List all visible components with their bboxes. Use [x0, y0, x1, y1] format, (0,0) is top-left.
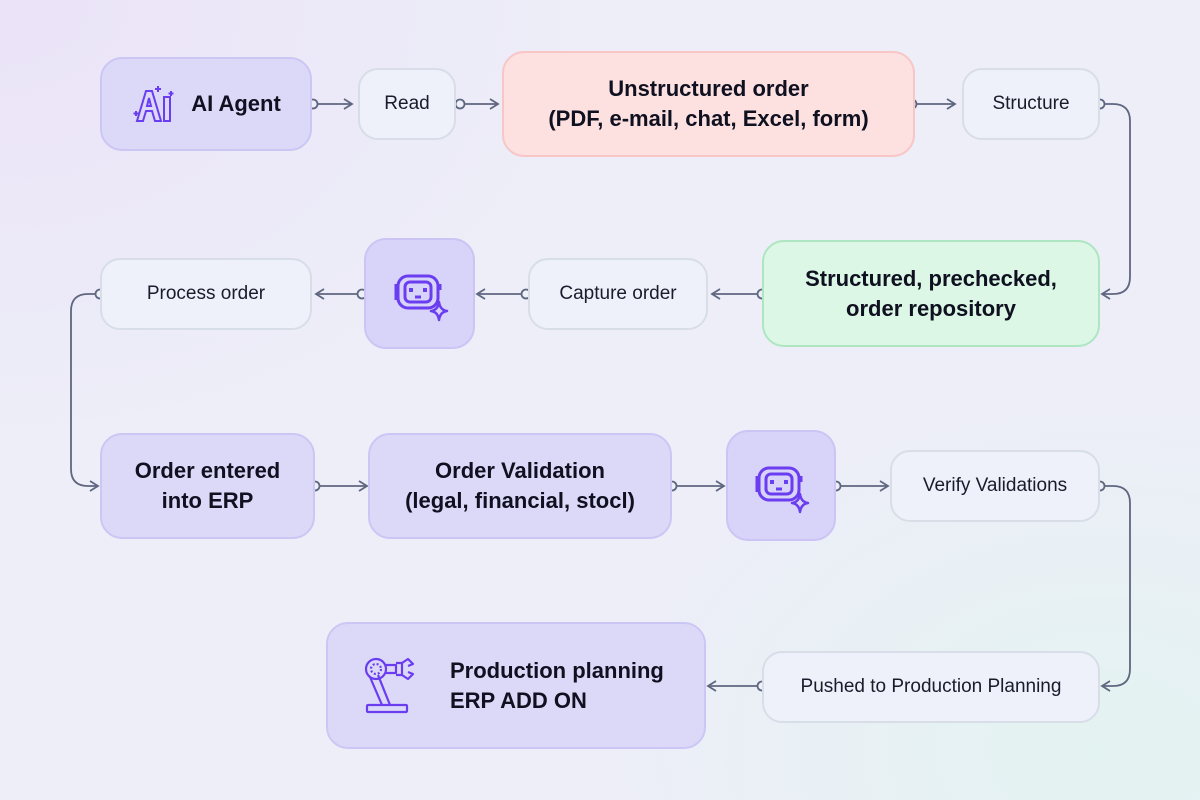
unstructured-subtitle: (PDF, e-mail, chat, Excel, form): [548, 106, 869, 131]
capture-order-node[interactable]: Capture order: [528, 258, 708, 330]
order-validation-subtitle: (legal, financial, stocl): [405, 488, 635, 513]
structured-repo-subtitle: order repository: [846, 295, 1016, 321]
structured-repo-node[interactable]: Structured, prechecked, order repository: [762, 240, 1100, 347]
production-planning-node[interactable]: Production planning ERP ADD ON: [326, 622, 706, 749]
production-planning-title: Production planning: [450, 657, 664, 683]
ai-agent-label: AI Agent: [191, 91, 281, 116]
structured-repo-title: Structured, prechecked,: [805, 265, 1057, 291]
order-validation-node[interactable]: Order Validation (legal, financial, stoc…: [368, 433, 672, 539]
pushed-to-production-node[interactable]: Pushed to Production Planning: [762, 651, 1100, 723]
read-node[interactable]: Read: [358, 68, 456, 140]
read-label: Read: [384, 93, 430, 114]
robot-assistant-icon: [755, 466, 810, 513]
order-erp-line2: into ERP: [161, 488, 254, 513]
structure-node[interactable]: Structure: [962, 68, 1100, 140]
edge-process-erp: [70, 293, 100, 492]
edge-structure-repo: [1100, 103, 1131, 300]
order-erp-node[interactable]: Order entered into ERP: [100, 433, 315, 539]
capture-order-label: Capture order: [559, 283, 677, 304]
order-erp-line1: Order entered: [134, 458, 281, 483]
unstructured-title: Unstructured order: [608, 76, 809, 101]
ai-sparkle-icon: [133, 86, 174, 122]
edge-verify-pushed: [1100, 485, 1131, 692]
bot-node-2[interactable]: [726, 430, 836, 541]
ai-agent-node[interactable]: AI Agent: [100, 57, 312, 151]
verify-validations-label: Verify Validations: [922, 475, 1068, 496]
process-order-node[interactable]: Process order: [100, 258, 312, 330]
production-planning-subtitle: ERP ADD ON: [450, 687, 587, 713]
structure-label: Structure: [992, 93, 1070, 114]
order-validation-title: Order Validation: [435, 458, 605, 483]
unstructured-order-node[interactable]: Unstructured order (PDF, e-mail, chat, E…: [502, 51, 915, 157]
process-order-label: Process order: [146, 283, 266, 304]
bot-node-1[interactable]: [364, 238, 475, 349]
robotic-arm-icon: [364, 657, 415, 713]
robot-assistant-icon: [394, 274, 448, 321]
verify-validations-node[interactable]: Verify Validations: [890, 450, 1100, 522]
pushed-to-production-label: Pushed to Production Planning: [800, 676, 1062, 697]
